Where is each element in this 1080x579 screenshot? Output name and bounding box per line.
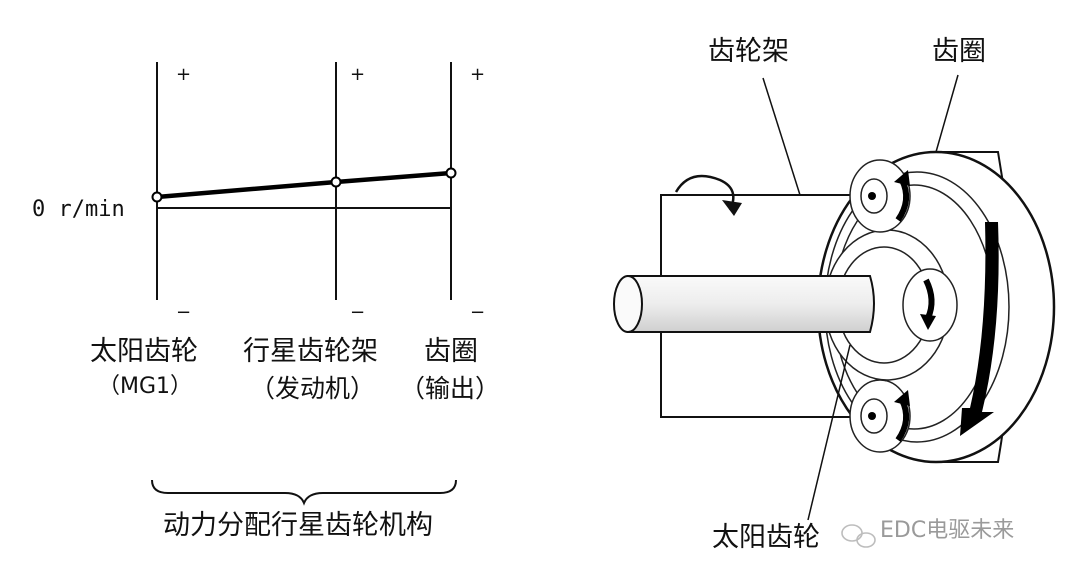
zero-speed-label: 0 r/min <box>32 197 125 222</box>
axis-ring-minus: − <box>470 302 486 323</box>
carrier-rotation-arrowhead <box>722 200 742 216</box>
carrier-rotation-arrow <box>674 174 735 211</box>
label-sun-gear: 太阳齿轮 <box>712 522 820 553</box>
axis-carrier-minus: − <box>350 302 366 323</box>
ring-gear-rotation-arrow-icon <box>960 222 999 436</box>
leader-ring <box>935 74 959 153</box>
axis-ring-plus: + <box>470 64 486 85</box>
speed-line <box>156 170 452 200</box>
planet-pin-bottom <box>868 412 876 420</box>
axis-ring-subname: （输出） <box>400 374 501 403</box>
speed-point-sun <box>151 191 163 203</box>
planet-bottom-arrowhead <box>894 390 910 406</box>
watermark-text: EDC电驱未来 <box>880 518 1015 543</box>
speed-point-carrier <box>330 176 342 188</box>
caption-brace <box>151 479 457 506</box>
sun-shaft-end <box>613 275 643 333</box>
axis-carrier-subname: （发动机） <box>250 374 376 403</box>
planet-right-arrow-icon <box>923 278 935 320</box>
axis-ring-name: 齿圈 <box>424 336 478 367</box>
planet-pin-top <box>868 192 876 200</box>
planetary-gear-figure <box>613 74 1056 521</box>
axis-carrier-plus: + <box>350 64 366 85</box>
nomogram-caption: 动力分配行星齿轮机构 <box>163 510 433 541</box>
axis-sun-plus: + <box>176 64 192 85</box>
axis-sun-name: 太阳齿轮 <box>90 336 198 367</box>
axis-carrier-name: 行星齿轮架 <box>243 336 378 367</box>
leader-sun <box>807 344 851 521</box>
planet-top-arrowhead <box>894 170 910 186</box>
leader-carrier <box>762 77 801 196</box>
label-ring-gear: 齿圈 <box>932 36 986 67</box>
planet-right-arrowhead <box>920 314 936 330</box>
label-carrier: 齿轮架 <box>708 36 789 67</box>
axis-sun-subname: （MG1） <box>98 374 193 399</box>
axis-sun-minus: − <box>176 302 192 323</box>
speed-point-ring <box>445 167 457 179</box>
nomogram-graph <box>151 62 457 506</box>
watermark-logo-icon <box>841 524 876 548</box>
sun-shaft <box>627 275 875 333</box>
